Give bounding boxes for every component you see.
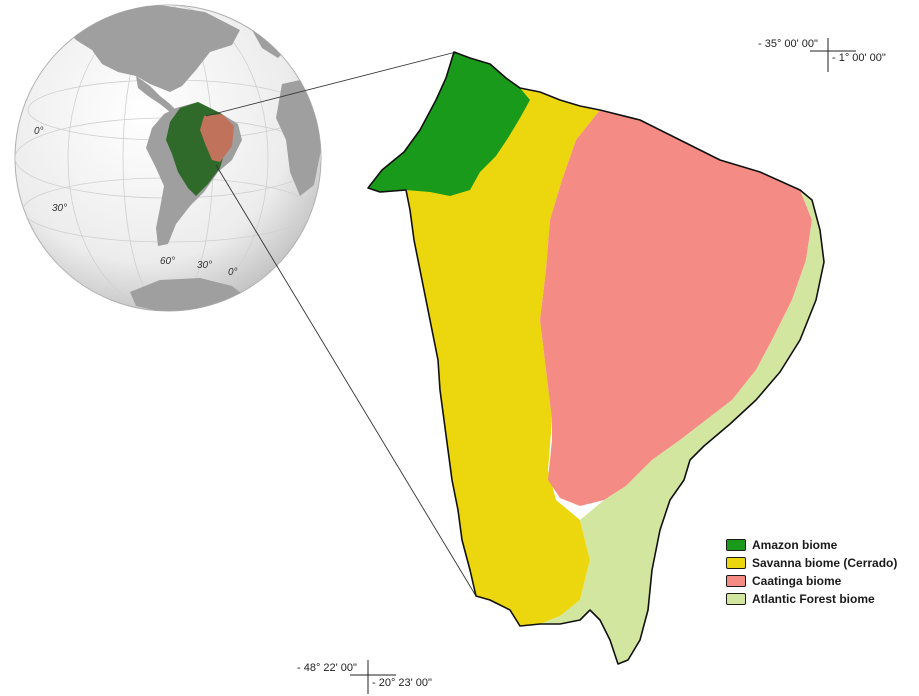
legend-label-atlantic-forest: Atlantic Forest biome: [752, 592, 875, 606]
region-outline: [367, 51, 825, 665]
legend-label-amazon: Amazon biome: [752, 538, 838, 552]
globe-label-lon0b: 0°: [228, 267, 238, 278]
legend-item-amazon: Amazon biome: [726, 536, 897, 554]
globe-land-central-america: [136, 76, 176, 112]
legend: Amazon biome Savanna biome (Cerrado) Caa…: [726, 536, 897, 608]
globe-label-lat60: 60°: [160, 256, 175, 267]
legend-label-caatinga: Caatinga biome: [752, 574, 842, 588]
legend-label-cerrado: Savanna biome (Cerrado): [752, 556, 898, 570]
legend-swatch-caatinga: [726, 575, 746, 587]
legend-item-cerrado: Savanna biome (Cerrado): [726, 554, 897, 572]
legend-swatch-amazon: [726, 539, 746, 551]
region-amazon: [368, 52, 530, 196]
locator-globe: 0° 30° 60° 30° 0°: [14, 4, 322, 312]
globe-label-lat30: 30°: [52, 203, 67, 214]
globe-land-north-america: [60, 5, 240, 92]
globe-label-lon30: 30°: [197, 260, 212, 271]
connector-lines: [205, 51, 477, 597]
legend-swatch-atlantic-forest: [726, 593, 746, 605]
coord-bottom-left-latitude: - 20° 23' 00": [372, 677, 432, 689]
coord-bottom-left-longitude: - 48° 22' 00": [297, 662, 357, 674]
globe-land-africa: [276, 80, 321, 196]
northeast-map: [367, 51, 825, 665]
region-caatinga: [540, 110, 812, 506]
coord-top-right-longitude: - 35° 00' 00": [758, 38, 818, 50]
legend-item-caatinga: Caatinga biome: [726, 572, 897, 590]
region-cerrado: [368, 52, 600, 626]
region-atlantic-forest: [540, 190, 824, 664]
coord-ticks: [350, 38, 856, 694]
globe-label-lon0: 0°: [34, 126, 44, 137]
legend-swatch-cerrado: [726, 557, 746, 569]
globe-northeast-region: [200, 114, 234, 162]
coord-top-right-latitude: - 1° 00' 00": [832, 52, 886, 64]
legend-item-atlantic-forest: Atlantic Forest biome: [726, 590, 897, 608]
